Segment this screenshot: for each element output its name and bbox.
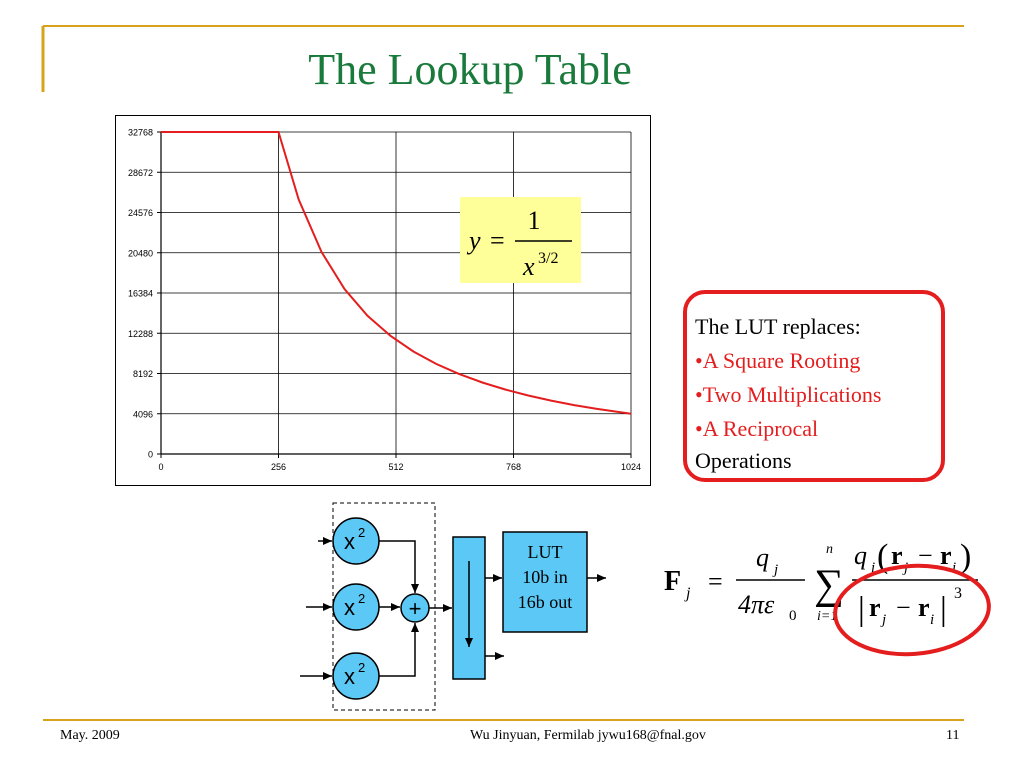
eq-num-ri: r xyxy=(940,541,952,570)
formula-exponent: 3/2 xyxy=(538,250,558,267)
eq-eps-sub: 0 xyxy=(789,608,797,624)
denominator-highlight-ellipse xyxy=(833,563,991,657)
y-tick-label-3: 12288 xyxy=(128,329,153,339)
y-tick-label-8: 32768 xyxy=(128,128,153,138)
squarer-2-exp: 2 xyxy=(358,591,365,606)
eq-den-lbar: | xyxy=(858,591,865,628)
lut-block-line-2: 10b in xyxy=(522,567,568,587)
eq-den-minus: − xyxy=(896,593,911,622)
squarer-3 xyxy=(332,652,380,700)
eq-num-ri-sub: i xyxy=(952,560,956,576)
eq-den-ri-sub: i xyxy=(930,612,934,628)
eq-num-rj: r xyxy=(891,541,903,570)
y-tick-label-0: 0 xyxy=(148,450,153,460)
squarer-2 xyxy=(332,583,380,631)
y-tick-label-6: 24576 xyxy=(128,208,153,218)
squarer-1-x: x xyxy=(344,529,355,554)
formula-equals: = xyxy=(490,226,505,255)
lookup-curve-chart: 0 4096 8192 12288 16384 20480 24576 28672 32768 0… xyxy=(115,115,651,486)
lut-block-line-1: LUT xyxy=(528,542,563,562)
squarer-2-x: x xyxy=(344,595,355,620)
lut-item-multiplications: •Two Multiplications xyxy=(695,382,882,407)
eq-4pieps: 4πε xyxy=(738,590,775,619)
y-tick-label-2: 8192 xyxy=(133,369,153,379)
lut-item-square-root: •A Square Rooting xyxy=(695,348,861,373)
eq-equals: = xyxy=(708,567,723,596)
eq-den-rj-sub: j xyxy=(880,612,886,628)
lut-block xyxy=(502,531,588,633)
lut-block-line-3: 16b out xyxy=(518,592,573,612)
series-line-0 xyxy=(161,131,632,415)
x-tick-label-4: 1024 xyxy=(621,462,641,472)
chart-series xyxy=(161,131,632,415)
eq-F-sub: j xyxy=(684,585,691,602)
squarer-1 xyxy=(332,517,380,565)
y-tick-label-4: 16384 xyxy=(128,289,153,299)
eq-den-rj: r xyxy=(869,593,881,622)
x-tick-label-2: 512 xyxy=(388,462,403,472)
x-tick-label-1: 256 xyxy=(271,462,286,472)
x-tick-label-3: 768 xyxy=(506,462,521,472)
adder-plus: + xyxy=(409,596,422,621)
eq-qj-sub: j xyxy=(772,562,778,578)
eq-sum-top: n xyxy=(826,542,833,557)
formula-y: y xyxy=(466,226,481,255)
squarer-3-x: x xyxy=(344,664,355,689)
eq-F: F xyxy=(664,566,681,597)
eq-den-ri: r xyxy=(918,593,930,622)
wire-squarer3-adder xyxy=(379,623,419,677)
footer-page-number: 11 xyxy=(946,728,960,743)
eq-qj: q xyxy=(756,543,769,572)
lut-replaces-heading: The LUT replaces: xyxy=(695,314,861,339)
eq-den-cube: 3 xyxy=(954,585,962,602)
wire-squarer1-adder xyxy=(379,540,419,593)
formula-box: y = 1 x 3/2 xyxy=(460,197,581,283)
y-tick-label-1: 4096 xyxy=(133,409,153,419)
slide-title: The Lookup Table xyxy=(308,45,632,94)
block-diagram: x 2 x 2 x 2 + LUT 10b in 16b out xyxy=(300,502,606,711)
lut-replaces-box: The LUT replaces: •A Square Rooting •Two… xyxy=(683,290,945,482)
formula-numerator: 1 xyxy=(528,206,541,235)
x-tick-label-0: 0 xyxy=(158,462,163,472)
force-equation: F j = q j 4πε 0 n ∑ i=1 q i ( r j − r i … xyxy=(664,538,991,657)
eq-num-minus: − xyxy=(918,541,933,570)
formula-base: x xyxy=(522,252,535,281)
eq-sum-bottom: i=1 xyxy=(817,609,837,624)
footer-author: Wu Jinyuan, Fermilab jywu168@fnal.gov xyxy=(470,728,706,743)
eq-num-lparen: ( xyxy=(877,538,888,575)
eq-qi-sub: i xyxy=(871,560,875,576)
lut-replaces-trailer: Operations xyxy=(695,448,792,473)
squarer-1-exp: 2 xyxy=(358,525,365,540)
chart-tick-labels: 0 4096 8192 12288 16384 20480 24576 28672 32768 0… xyxy=(128,128,641,473)
y-tick-label-5: 20480 xyxy=(128,248,153,258)
y-tick-label-7: 28672 xyxy=(128,168,153,178)
footer-date: May. 2009 xyxy=(60,728,120,743)
squarer-3-exp: 2 xyxy=(358,660,365,675)
eq-num-rparen: ) xyxy=(960,538,971,575)
chart-border xyxy=(115,115,651,486)
eq-den-rbar: | xyxy=(940,591,947,628)
eq-qi: q xyxy=(854,541,867,570)
chart-axes xyxy=(157,131,632,458)
lut-item-reciprocal: •A Reciprocal xyxy=(695,416,819,441)
formula-svg: y = 1 x 3/2 xyxy=(466,206,572,281)
